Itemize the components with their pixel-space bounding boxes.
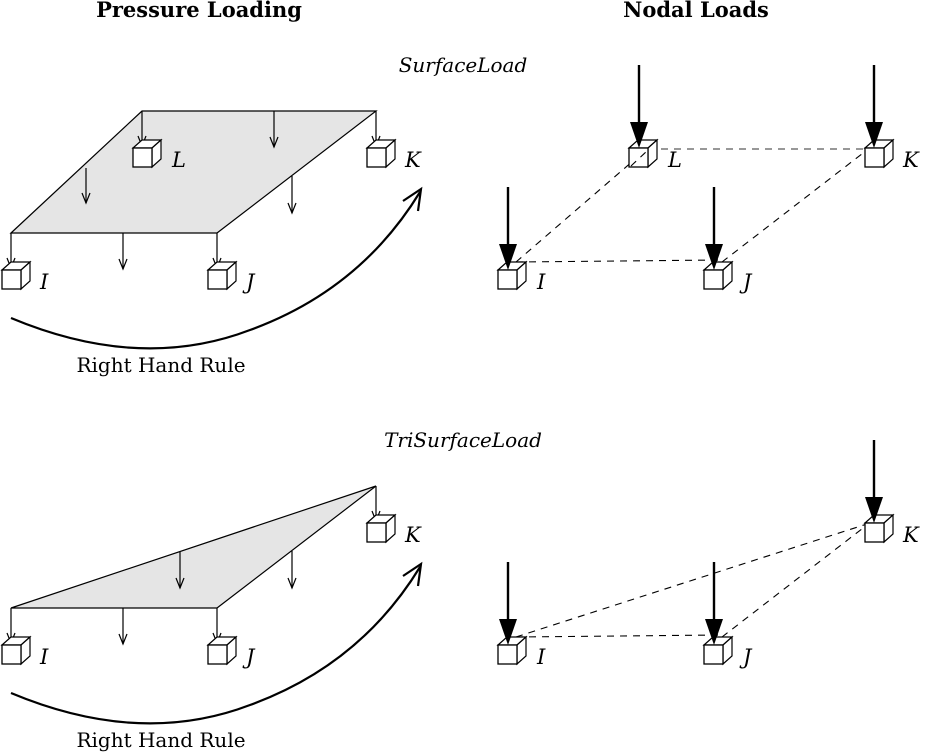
nodal-force-arrow-I [499, 562, 517, 645]
node-label-I: I [39, 270, 49, 294]
nodal-force-arrow-J [705, 562, 723, 645]
surface-load-panel: SurfaceLoad [1, 53, 920, 377]
nodal-loads-quad: L K I J [497, 65, 920, 294]
right-hand-rule-caption: Right Hand Rule [76, 728, 245, 752]
nodal-label-J: J [739, 645, 753, 669]
node-K-cube [366, 139, 396, 168]
right-hand-rule-arc [10, 561, 423, 725]
pressure-arrow [287, 176, 297, 214]
nodal-K-cube [864, 514, 894, 543]
plate-surface [9, 110, 378, 234]
plate-surface [10, 485, 377, 609]
node-label-I: I [39, 645, 49, 669]
nodal-label-J: J [739, 270, 753, 294]
nodal-force-arrow-K [865, 65, 883, 148]
nodal-label-I: I [536, 645, 546, 669]
nodal-force-arrow-L [630, 65, 648, 148]
right-hand-rule-arc [10, 186, 423, 350]
pressure-plate-quad: L K I J [1, 110, 422, 294]
nodal-I-cube [497, 636, 527, 665]
edge-I-J [515, 259, 723, 263]
nodal-I-cube [497, 261, 527, 290]
node-L-cube [132, 139, 162, 168]
nodal-label-I: I [536, 270, 546, 294]
header-pressure-loading: Pressure Loading [96, 0, 302, 22]
edge-J-K [721, 524, 868, 638]
nodal-label-K: K [902, 523, 920, 547]
edge-I-K [515, 523, 868, 638]
pressure-arrow [287, 551, 297, 589]
node-J-cube [207, 636, 237, 665]
node-label-K: K [404, 148, 422, 172]
edge-I-J [515, 634, 723, 638]
node-K-cube [366, 514, 396, 543]
tri-surface-load-panel: TriSurfaceLoad [1, 428, 920, 752]
node-label-L: L [171, 148, 186, 172]
nodal-L-cube [628, 139, 658, 168]
nodal-loads-tri: K I J [497, 440, 920, 669]
nodal-label-L: L [667, 148, 682, 172]
pressure-arrow [118, 233, 128, 270]
tri-surface-load-label: TriSurfaceLoad [384, 428, 542, 452]
node-label-K: K [404, 523, 422, 547]
nodal-label-K: K [902, 148, 920, 172]
pressure-arrow [269, 111, 279, 148]
right-hand-rule-caption: Right Hand Rule [76, 353, 245, 377]
edge-I-L [515, 147, 649, 263]
pressure-plate-tri: K I J [1, 485, 422, 669]
nodal-force-arrow-I [499, 187, 517, 270]
pressure-arrow [118, 608, 128, 645]
node-I-cube [1, 261, 31, 290]
pressure-arrow [175, 552, 185, 589]
nodal-J-cube [703, 261, 733, 290]
nodal-force-arrow-K [865, 440, 883, 523]
nodal-K-cube [864, 139, 894, 168]
nodal-force-arrow-J [705, 187, 723, 270]
edge-J-K [721, 149, 868, 263]
node-label-J: J [242, 645, 256, 669]
node-I-cube [1, 636, 31, 665]
pressure-arrow [81, 168, 91, 204]
nodal-J-cube [703, 636, 733, 665]
node-label-J: J [242, 270, 256, 294]
node-J-cube [207, 261, 237, 290]
surface-load-label: SurfaceLoad [399, 53, 528, 77]
header-nodal-loads: Nodal Loads [623, 0, 769, 22]
